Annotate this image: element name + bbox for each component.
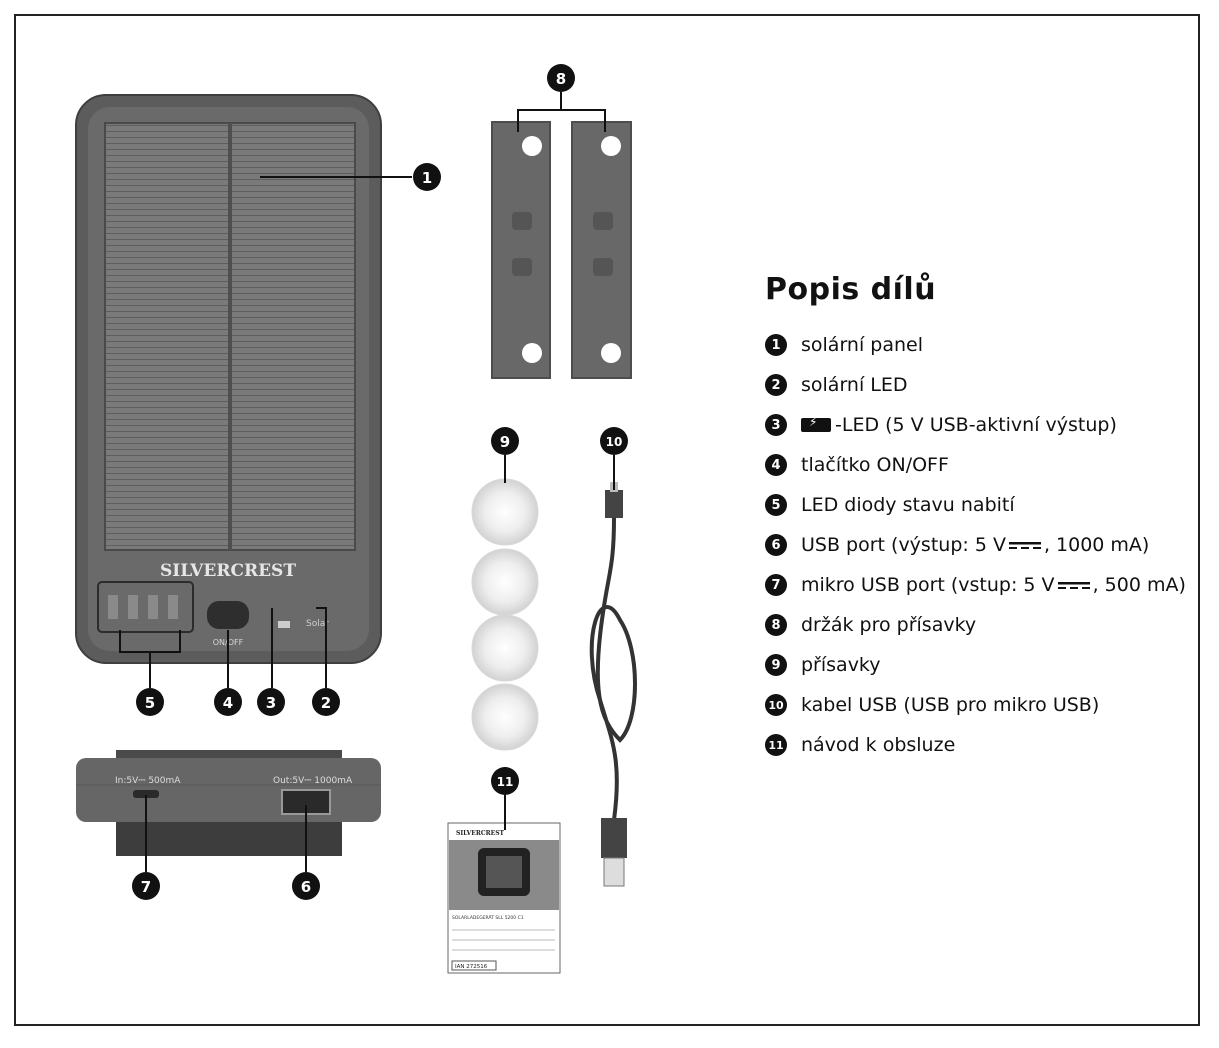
legend-number: 1: [765, 334, 787, 356]
legend-number: 8: [765, 614, 787, 636]
callout-10: 10: [606, 435, 623, 449]
dc-symbol-icon: [1057, 581, 1090, 589]
callout-leader-8: [517, 92, 606, 132]
solar-led-label: Solar: [306, 619, 329, 629]
callout-9: 9: [500, 433, 510, 451]
input-label: In:5V⎓ 500mA: [115, 776, 181, 786]
legend-number: 9: [765, 654, 787, 676]
legend-text: -LED (5 V USB-aktivní výstup): [835, 414, 1117, 436]
legend-item-7: 7 mikro USB port (vstup: 5 V , 500 mA): [765, 565, 1195, 605]
on-off-button: [207, 601, 249, 629]
legend-number: 4: [765, 454, 787, 476]
legend-item-3: 3 -LED (5 V USB-aktivní výstup): [765, 405, 1195, 445]
device-brand: SILVERCREST: [160, 561, 296, 581]
legend-text: solární LED: [801, 374, 908, 396]
micro-usb-port: [133, 790, 159, 798]
callout-3: 3: [266, 694, 276, 712]
legend-text: solární panel: [801, 334, 923, 356]
legend-text-a: mikro USB port (vstup: 5 V: [801, 574, 1055, 596]
legend-text: návod k obsluze: [801, 734, 956, 756]
callout-6: 6: [301, 878, 311, 896]
legend-title: Popis dílů: [765, 272, 937, 307]
callout-4: 4: [223, 694, 233, 712]
legend-item-9: 9 přísavky: [765, 645, 1195, 685]
legend-text: tlačítko ON/OFF: [801, 454, 949, 476]
callout-11: 11: [497, 775, 514, 789]
legend-text: přísavky: [801, 654, 881, 676]
legend-item-10: 10 kabel USB (USB pro mikro USB): [765, 685, 1195, 725]
charge-status-leds: [97, 581, 194, 633]
suction-cups: [471, 478, 539, 751]
manual-ian: IAN 272516: [455, 964, 488, 970]
legend-item-6: 6 USB port (výstup: 5 V , 1000 mA): [765, 525, 1195, 565]
legend-text: LED diody stavu nabití: [801, 494, 1015, 516]
legend-item-4: 4 tlačítko ON/OFF: [765, 445, 1195, 485]
legend-item-8: 8 držák pro přísavky: [765, 605, 1195, 645]
user-manual: SILVERCREST SOLARLADEGERÄT SLL 5200 C1 I…: [447, 822, 561, 974]
legend-item-2: 2 solární LED: [765, 365, 1195, 405]
legend-text: kabel USB (USB pro mikro USB): [801, 694, 1100, 716]
callout-leaders-front: [119, 176, 412, 688]
legend-text-b: , 500 mA): [1092, 574, 1186, 596]
callout-1: 1: [422, 169, 432, 187]
manual-title: SOLARLADEGERÄT SLL 5200 C1: [452, 914, 524, 921]
legend-item-1: 1 solární panel: [765, 325, 1195, 365]
callout-leaders-side: [145, 795, 307, 872]
legend-number: 11: [765, 734, 787, 756]
legend-item-5: 5 LED diody stavu nabití: [765, 485, 1195, 525]
callout-7: 7: [141, 878, 151, 896]
parts-legend: Popis dílů 1 solární panel 2 solární LED…: [765, 272, 1195, 765]
legend-number: 6: [765, 534, 787, 556]
legend-text-b: , 1000 mA): [1043, 534, 1150, 556]
legend-number: 7: [765, 574, 787, 596]
legend-text-a: USB port (výstup: 5 V: [801, 534, 1006, 556]
battery-icon: [278, 621, 290, 628]
legend-item-11: 11 návod k obsluze: [765, 725, 1195, 765]
solar-charger-front: SILVERCREST ON/OFF Solar: [75, 94, 382, 664]
manual-brand: SILVERCREST: [456, 830, 505, 837]
legend-number: 3: [765, 414, 787, 436]
callout-2: 2: [321, 694, 331, 712]
output-label: Out:5V⎓ 1000mA: [273, 776, 353, 786]
solar-panel: [104, 122, 356, 551]
callout-8: 8: [556, 70, 566, 88]
legend-number: 10: [765, 694, 787, 716]
legend-text: držák pro přísavky: [801, 614, 977, 636]
legend-number: 5: [765, 494, 787, 516]
usb-cable: [589, 482, 637, 887]
legend-number: 2: [765, 374, 787, 396]
solar-charger-side: In:5V⎓ 500mA Out:5V⎓ 1000mA: [76, 750, 381, 856]
suction-cup-holders: [491, 121, 632, 379]
battery-charge-icon: [801, 415, 831, 432]
dc-symbol-icon: [1008, 541, 1041, 549]
callout-5: 5: [145, 694, 155, 712]
